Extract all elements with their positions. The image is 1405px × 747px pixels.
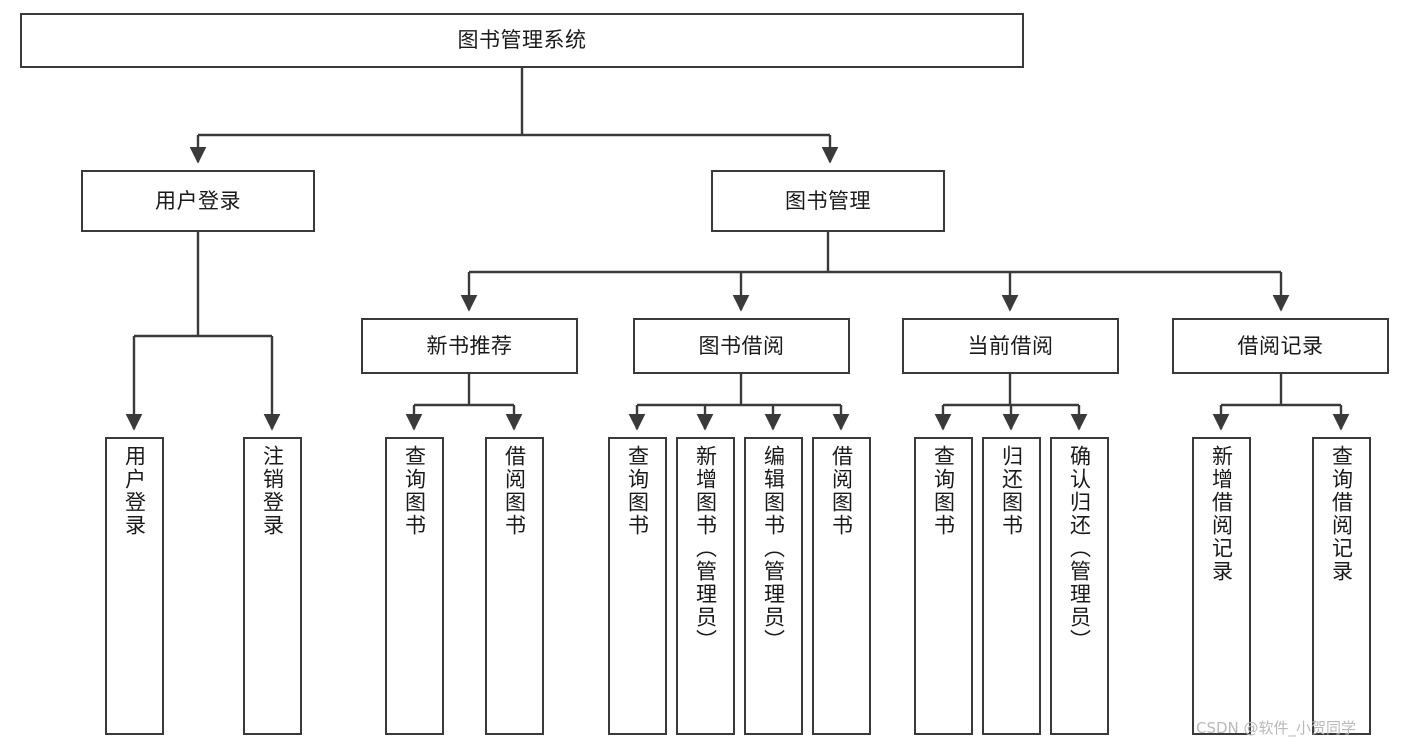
node-leaf-confirm-return-label: 确认归还（管理员）: [1067, 445, 1092, 652]
node-book-manage[interactable]: 图书管理: [711, 170, 945, 232]
node-leaf-edit-book-label: 编辑图书（管理员）: [761, 445, 786, 652]
csdn-watermark: CSDN @软件_小贺同学: [1196, 719, 1357, 737]
node-leaf-query-book-rec-label: 查询图书: [402, 445, 427, 537]
node-leaf-add-book[interactable]: 新增图书（管理员）: [676, 437, 735, 735]
node-leaf-confirm-return[interactable]: 确认归还（管理员）: [1050, 437, 1109, 735]
node-leaf-user-logout[interactable]: 注销登录: [243, 437, 302, 735]
node-leaf-add-book-label: 新增图书（管理员）: [693, 445, 718, 652]
node-leaf-borrow-book-rec-label: 借阅图书: [502, 445, 527, 537]
node-root-label: 图书管理系统: [457, 28, 587, 53]
node-borrow-record[interactable]: 借阅记录: [1172, 318, 1389, 374]
node-leaf-add-record[interactable]: 新增借阅记录: [1192, 437, 1251, 735]
node-book-borrow-label: 图书借阅: [698, 333, 785, 358]
node-user-login-label: 用户登录: [155, 188, 241, 213]
node-leaf-query-record[interactable]: 查询借阅记录: [1312, 437, 1371, 735]
node-leaf-user-login-label: 用户登录: [122, 445, 147, 537]
node-leaf-return-book-label: 归还图书: [999, 445, 1024, 537]
node-leaf-return-book[interactable]: 归还图书: [982, 437, 1041, 735]
node-new-book-rec-label: 新书推荐: [426, 333, 513, 358]
node-borrow-record-label: 借阅记录: [1237, 333, 1324, 358]
node-leaf-borrow-book-rec[interactable]: 借阅图书: [485, 437, 544, 735]
node-book-borrow[interactable]: 图书借阅: [633, 318, 850, 374]
node-leaf-borrow-book-borrow[interactable]: 借阅图书: [812, 437, 871, 735]
node-leaf-edit-book[interactable]: 编辑图书（管理员）: [744, 437, 803, 735]
node-leaf-query-book-current-label: 查询图书: [931, 445, 956, 537]
node-leaf-query-book-current[interactable]: 查询图书: [914, 437, 973, 735]
node-user-login[interactable]: 用户登录: [81, 170, 315, 232]
node-leaf-query-book-borrow[interactable]: 查询图书: [608, 437, 667, 735]
node-current-borrow-label: 当前借阅: [967, 333, 1054, 358]
node-leaf-add-record-label: 新增借阅记录: [1209, 445, 1234, 583]
node-leaf-query-record-label: 查询借阅记录: [1329, 445, 1354, 583]
node-leaf-user-login[interactable]: 用户登录: [105, 437, 164, 735]
node-current-borrow[interactable]: 当前借阅: [902, 318, 1119, 374]
node-new-book-rec[interactable]: 新书推荐: [361, 318, 578, 374]
node-leaf-query-book-borrow-label: 查询图书: [625, 445, 650, 537]
node-root[interactable]: 图书管理系统: [20, 13, 1024, 68]
node-leaf-query-book-rec[interactable]: 查询图书: [385, 437, 444, 735]
node-leaf-user-logout-label: 注销登录: [260, 445, 285, 537]
node-book-manage-label: 图书管理: [785, 188, 871, 213]
node-leaf-borrow-book-borrow-label: 借阅图书: [829, 445, 854, 537]
